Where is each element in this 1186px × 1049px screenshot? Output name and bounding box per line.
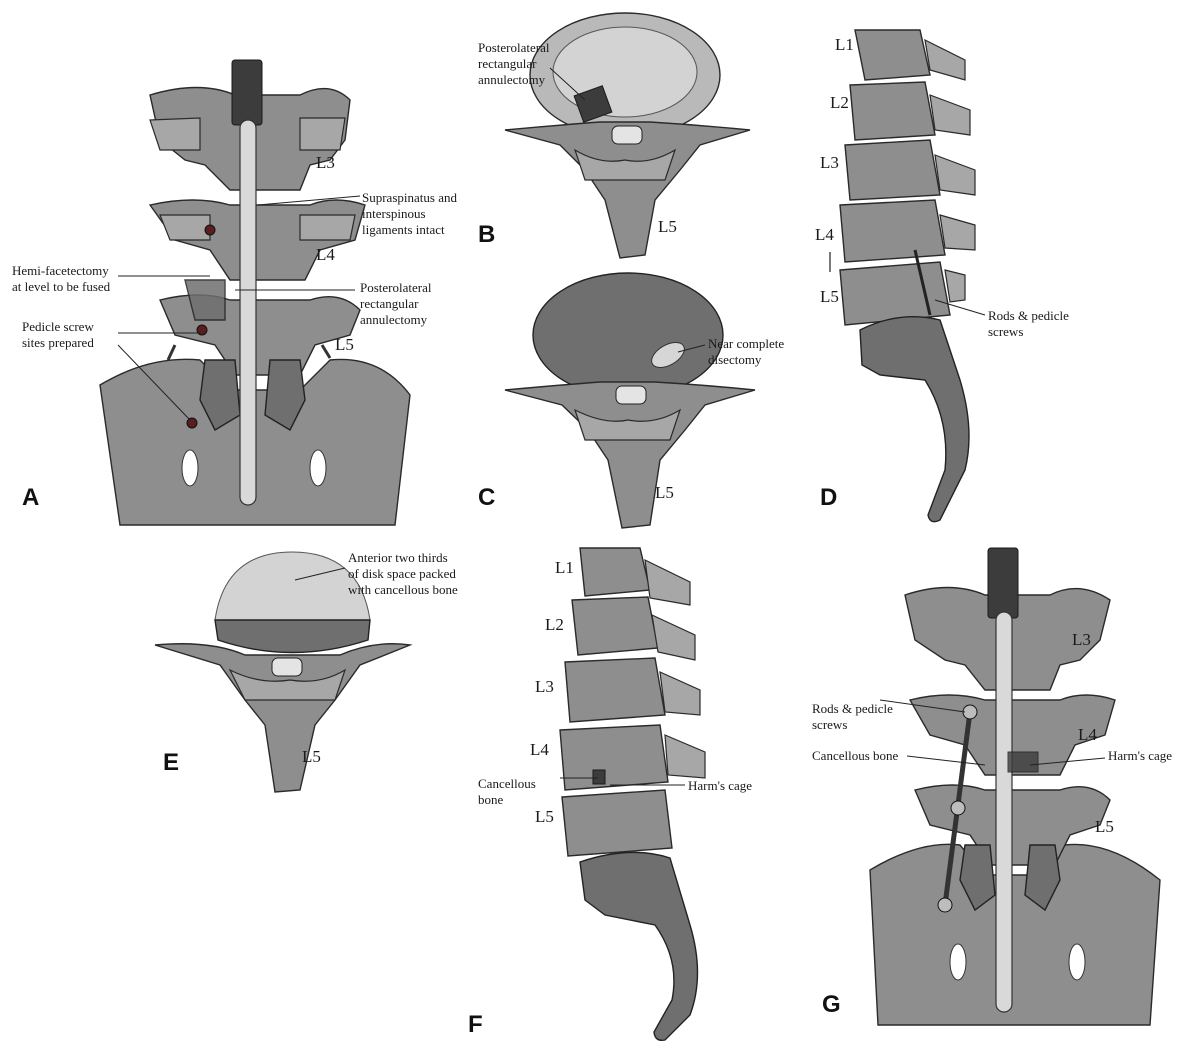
g-cancellous-label: Cancellous bone	[812, 748, 899, 763]
a-annulectomy-line2: rectangular	[360, 296, 419, 311]
a-label-l4: L4	[316, 245, 335, 264]
g-label-l4: L4	[1078, 725, 1097, 744]
g-rods-line2: screws	[812, 717, 847, 732]
d-label-l2: L2	[830, 93, 849, 112]
panel-letter-a: A	[22, 484, 39, 511]
panel-letter-f: F	[468, 1011, 483, 1038]
panel-letter-g: G	[822, 991, 841, 1018]
panel-letter-c: C	[478, 484, 495, 511]
g-label-l5: L5	[1095, 817, 1114, 836]
d-rods-line2: screws	[988, 324, 1023, 339]
f-label-l5: L5	[535, 807, 554, 826]
panel-letter-e: E	[163, 749, 179, 776]
g-rods-line1: Rods & pedicle	[812, 701, 893, 716]
f-cancellous-line1: Cancellous	[478, 776, 536, 791]
a-pedicle-line2: sites prepared	[22, 335, 94, 350]
g-cage-label: Harm's cage	[1108, 748, 1172, 763]
e-label-l5: L5	[302, 747, 321, 766]
a-hemi-line2: at level to be fused	[12, 279, 111, 294]
f-label-l4: L4	[530, 740, 549, 759]
d-label-l1: L1	[835, 35, 854, 54]
a-label-l3: L3	[316, 153, 335, 172]
f-label-l2: L2	[545, 615, 564, 634]
panel-c: Near complete disectomy L5 C	[478, 273, 784, 528]
c-disectomy-line1: Near complete	[708, 336, 784, 351]
a-annulectomy-line1: Posterolateral	[360, 280, 432, 295]
panel-b: Posterolateral rectangular annulectomy L…	[478, 13, 750, 258]
a-ligaments-line1: Supraspinatus and	[362, 190, 457, 205]
a-hemi-line1: Hemi-facetectomy	[12, 263, 109, 278]
a-ligaments-line2: interspinous	[362, 206, 426, 221]
a-pedicle-line1: Pedicle screw	[22, 319, 94, 334]
f-label-l1: L1	[555, 558, 574, 577]
a-ligaments-line3: ligaments intact	[362, 222, 445, 237]
c-disectomy-line2: disectomy	[708, 352, 762, 367]
d-label-l3: L3	[820, 153, 839, 172]
f-label-l3: L3	[535, 677, 554, 696]
b-label-l5: L5	[658, 217, 677, 236]
panel-e: Anterior two thirds of disk space packed…	[155, 550, 458, 792]
panel-letter-b: B	[478, 221, 495, 248]
a-annulectomy-line3: annulectomy	[360, 312, 428, 327]
panel-letter-d: D	[820, 484, 837, 511]
f-cage-label: Harm's cage	[688, 778, 752, 793]
a-label-l5: L5	[335, 335, 354, 354]
panel-a: L3 L4 L5 Supraspinatus and interspinous …	[12, 60, 457, 525]
e-anterior-line3: with cancellous bone	[348, 582, 458, 597]
panel-f: L1 L2 L3 L4 L5 Cancellous bone Harm's ca…	[468, 548, 752, 1040]
b-annulectomy-line2: rectangular	[478, 56, 537, 71]
e-anterior-line2: of disk space packed	[348, 566, 456, 581]
g-label-l3: L3	[1072, 630, 1091, 649]
d-rods-line1: Rods & pedicle	[988, 308, 1069, 323]
d-label-l5: L5	[820, 287, 839, 306]
f-cancellous-line2: bone	[478, 792, 504, 807]
b-annulectomy-line1: Posterolateral	[478, 40, 550, 55]
d-label-l4: L4	[815, 225, 834, 244]
panel-d: L1 L2 L3 L4 L5 Rods & pedicle screws D	[815, 30, 1069, 522]
b-annulectomy-line3: annulectomy	[478, 72, 546, 87]
panel-g: L3 L4 L5 Rods & pedicle screws Cancellou…	[812, 548, 1172, 1025]
c-label-l5: L5	[655, 483, 674, 502]
e-anterior-line1: Anterior two thirds	[348, 550, 448, 565]
